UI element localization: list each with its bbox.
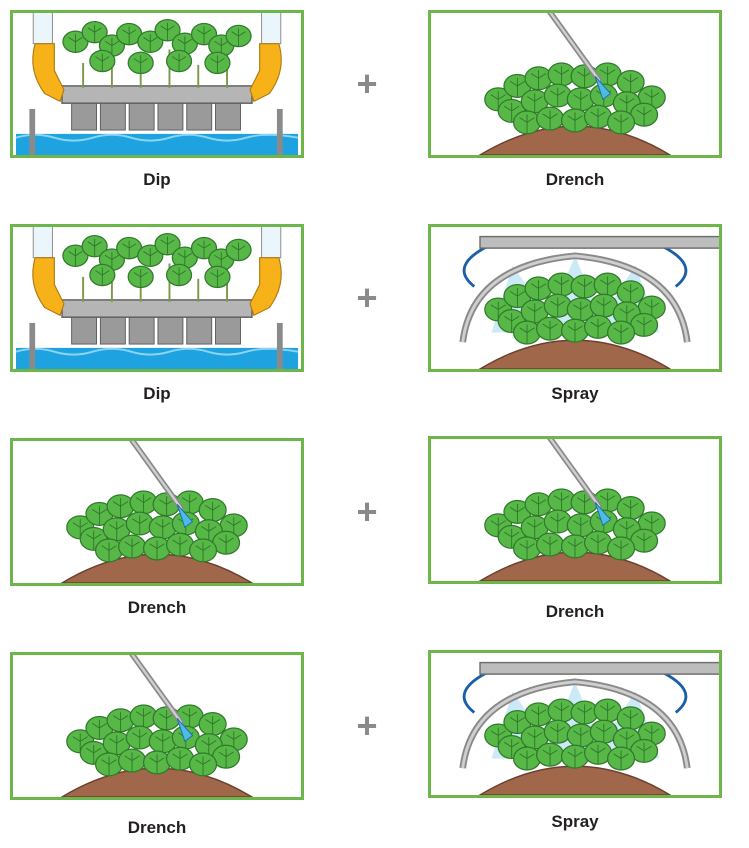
panel-row4-right [428,650,722,798]
panel-row3-left [10,438,304,586]
dip-illustration [15,13,299,155]
caption-row4-left: Drench [127,818,187,837]
drench-illustration [60,655,254,797]
panel-row3-right [428,436,722,584]
caption-row2-right: Spray [551,384,599,403]
plus-sign: + [356,491,378,532]
drench-illustration [60,441,254,583]
panel-row4-left [10,652,304,800]
drench-illustration [478,13,672,155]
caption-row3-left: Drench [127,598,187,617]
spray-illustration [459,661,719,795]
plus-sign: + [356,705,378,746]
spray-illustration [459,235,719,369]
caption-row3-right: Drench [545,602,605,621]
panel-row2-right [428,224,722,372]
drench-illustration [478,439,672,581]
plus-sign: + [356,277,378,318]
caption-row1-left: Dip [143,170,171,189]
panel-row1-left [10,10,304,158]
caption-row1-right: Drench [545,170,605,189]
plus-sign: + [356,63,378,104]
caption-row4-right: Spray [551,812,599,831]
dip-illustration [15,227,299,369]
panel-row2-left [10,224,304,372]
caption-row2-left: Dip [143,384,171,403]
panel-row1-right [428,10,722,158]
